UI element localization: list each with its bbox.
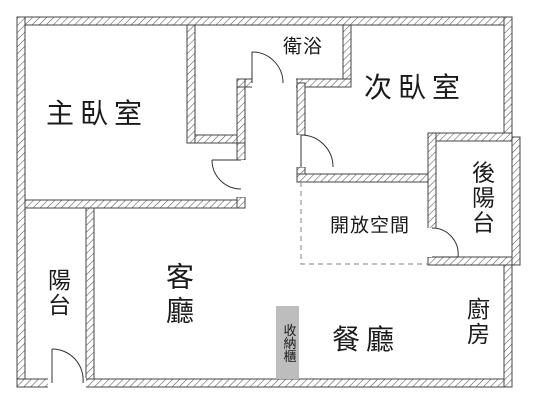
door-bathroom[interactable] [251,51,284,84]
wall-right-upper [503,16,513,138]
label-dining-room: 餐廳 [331,323,401,356]
wall-master-bottom-b [24,199,246,209]
storage-cabinet-block [276,306,299,379]
wall-master-door-jamb [236,142,246,161]
opening-bath [252,78,296,88]
wall-master-right [186,24,196,144]
opening-balcony [48,378,86,388]
wall-bottom [16,378,513,388]
label-bathroom: 衛浴 [282,35,324,58]
label-storage-cabinet: 收納櫃 [280,323,296,363]
door-master[interactable] [211,159,242,190]
wall-second-left [296,82,306,136]
wall-right-lower [511,136,521,266]
door-second-bedroom[interactable] [300,134,334,168]
wall-second-bottom [296,173,433,183]
wall-bath-left [236,82,246,144]
wall-left [16,16,26,388]
doors [51,51,459,384]
wall-right-bottom [503,262,513,388]
wall-balcony-right [85,207,95,380]
wall-master-door-jamb2 [236,196,246,209]
wall-top [16,16,513,26]
wall-rear-top [427,132,513,142]
walls [16,16,521,388]
opening-master [236,160,246,197]
label-kitchen: 廚房 [462,297,489,347]
open-space-boundary [300,182,428,265]
door-balcony[interactable] [51,348,84,384]
label-balcony: 陽台 [43,268,70,318]
label-rear-balcony: 後陽台 [467,160,494,236]
opening-rear [427,228,437,257]
wall-bath-right [342,24,352,84]
label-second-bedroom: 次臥室 [363,71,467,104]
wall-rear-bottom [427,256,513,266]
label-living-room: 客廳 [162,262,195,330]
door-rear-balcony[interactable] [431,227,459,258]
label-master-bedroom: 主臥室 [45,97,149,130]
label-open-space: 開放空間 [329,214,411,237]
